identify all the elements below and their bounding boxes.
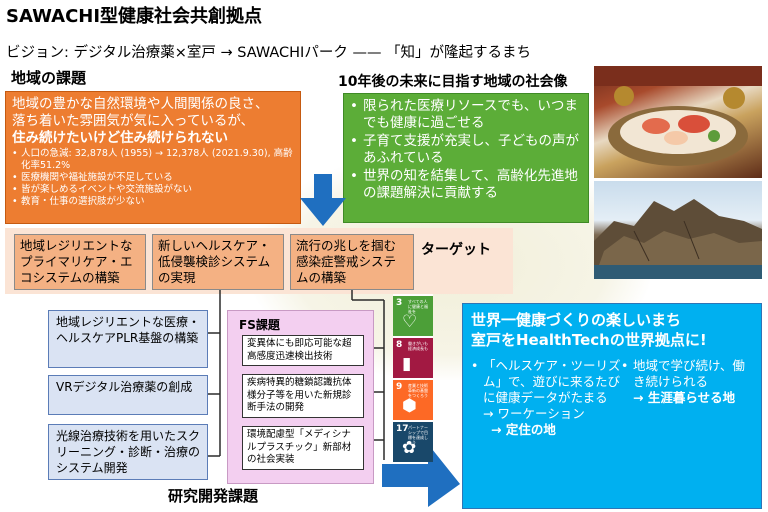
sdg-9-tile: 9 産業と技術革新の基盤をつくろう ⬢	[393, 380, 433, 420]
research-label: 研究開発課題	[168, 487, 259, 505]
target-box-primary-care: 地域レジリエントなプライマリケア・エコシステムの構築	[14, 234, 146, 290]
future-vision-heading: 10年後の未来に目指す地域の社会像	[338, 74, 568, 90]
growth-chart-icon: ▮	[402, 354, 412, 374]
research-box-plr: 地域レジリエントな医療・ヘルスケアPLR基盤の構築	[48, 310, 208, 368]
future-vision-box: 限られた医療リソースでも、いつまでも健康に過ごせる 子育て支援が充実し、子どもの…	[343, 93, 589, 223]
issues-main-text: 地域の豊かな自然環境や人間関係の良さ、 落ち着いた雰囲気が気に入っているが、 住…	[12, 96, 269, 146]
seafood-dish-photo	[594, 66, 762, 178]
issue-bullet: 人口の急減: 32,878人 (1955) → 12,378人 (2021.9.…	[12, 148, 294, 172]
sdg-17-tile: 17 パートナーシップで目標を達成しよう ✿	[393, 422, 433, 462]
vision-bullet: 世界の知を結集して、高齢化先進地の課題解決に貢献する	[350, 168, 582, 202]
goal-tourism-text: 「ヘルスケア・ツーリズム」で、遊びに来るたびに健康データがたまる	[471, 358, 621, 406]
issue-bullet: 皆が楽しめるイベントや交流施設がない	[12, 184, 294, 196]
regional-issues-heading: 地域の課題	[11, 69, 87, 87]
heartbeat-icon: ♡	[402, 312, 418, 332]
fs-box-detection: 変異体にも即応可能な超高感度迅速検出技術	[242, 335, 364, 366]
regional-issues-box: 地域の豊かな自然環境や人間関係の良さ、 落ち着いた雰囲気が気に入っているが、 住…	[5, 91, 301, 224]
vision-statement: ビジョン: デジタル治療薬×室戸 → SAWACHIパーク —— 「知」が隆起す…	[6, 45, 532, 61]
goal-lifelong: → 生涯暮らせる地	[633, 390, 736, 405]
flower-icon: ✿	[402, 438, 417, 458]
target-label: ターゲット	[421, 242, 491, 258]
goal-learning-text: 地域で学び続け、働き続けられる	[621, 358, 753, 390]
sdg-8-tile: 8 働きがいも経済成長も ▮	[393, 338, 433, 378]
goal-settle: → 定住の地	[491, 422, 556, 437]
vision-bullet: 子育て支援が充実し、子どもの声があふれている	[350, 133, 582, 167]
coastal-rocks-photo	[594, 181, 762, 279]
down-arrow-icon	[300, 174, 346, 226]
sdg-3-tile: 3 すべての人に健康と福祉を ♡	[393, 296, 433, 336]
research-box-light-therapy: 光線治療技術を用いたスクリーニング・診断・治療のシステム開発	[48, 424, 208, 480]
fs-box-plastic: 環境配慮型「メディシナルプラスチック」新部材の社会実装	[242, 426, 364, 470]
goal-title-line1: 世界一健康づくりの楽しいまち	[471, 311, 682, 329]
goal-workation: → ワーケーション	[483, 406, 585, 421]
target-box-infection-alert: 流行の兆しを掴む感染症警戒システムの構築	[290, 234, 414, 290]
page-title: SAWACHI型健康社会共創拠点	[6, 6, 263, 27]
research-box-vr: VRデジタル治療薬の創成	[48, 375, 208, 415]
issue-bullet: 教育・仕事の選択肢が少ない	[12, 196, 294, 208]
target-box-healthcare-screening: 新しいヘルスケア・低侵襲検診システムの実現	[152, 234, 284, 290]
issue-bullet: 医療機関や福祉施設が不足している	[12, 172, 294, 184]
cubes-icon: ⬢	[402, 396, 417, 416]
fs-title: FS課題	[239, 318, 280, 332]
issues-bullet-list: 人口の急減: 32,878人 (1955) → 12,378人 (2021.9.…	[12, 148, 294, 208]
vision-bullet: 限られた医療リソースでも、いつまでも健康に過ごせる	[350, 98, 582, 132]
fs-box-diagnosis: 疾病特異的糖鎖認識抗体様分子等を用いた新規診断手法の開発	[242, 374, 364, 418]
goal-title-line2: 室戸をHealthTechの世界拠点に!	[471, 331, 707, 349]
goal-box: 世界一健康づくりの楽しいまち 室戸をHealthTechの世界拠点に! 「ヘルス…	[462, 303, 762, 509]
right-arrow-icon	[382, 444, 460, 507]
